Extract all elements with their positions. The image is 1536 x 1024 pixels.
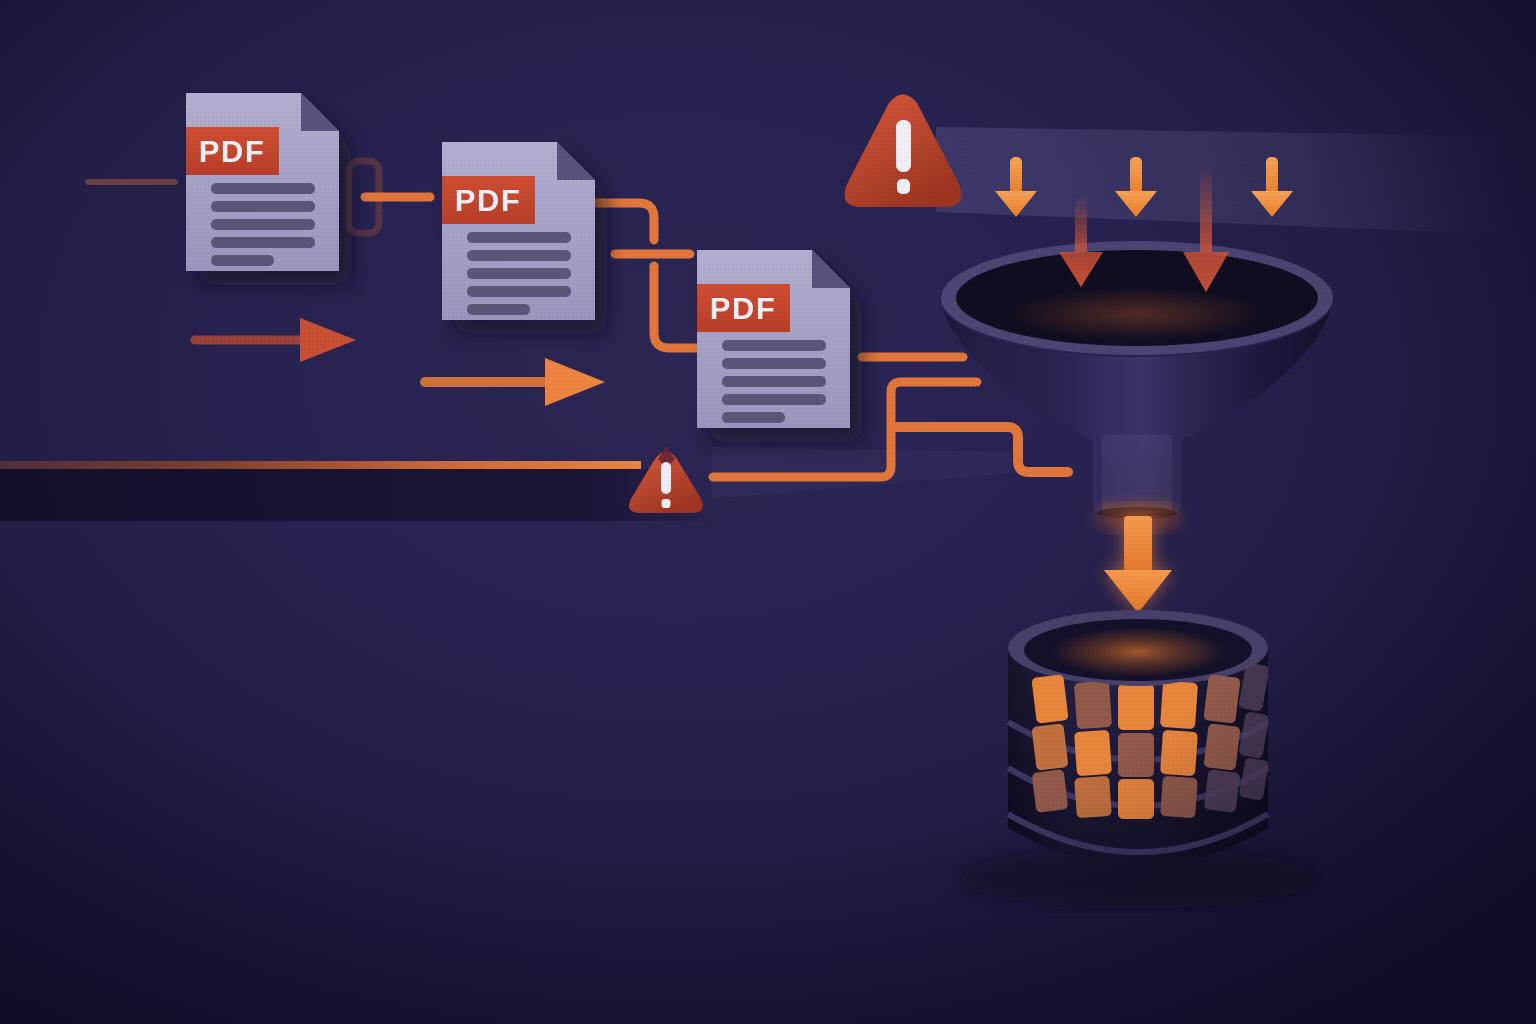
pdf-pipeline-illustration: PDF PDF PDF [0, 0, 1536, 1024]
vignette-overlay [0, 0, 1536, 1024]
illustration-canvas: PDF PDF PDF [0, 0, 1536, 1024]
